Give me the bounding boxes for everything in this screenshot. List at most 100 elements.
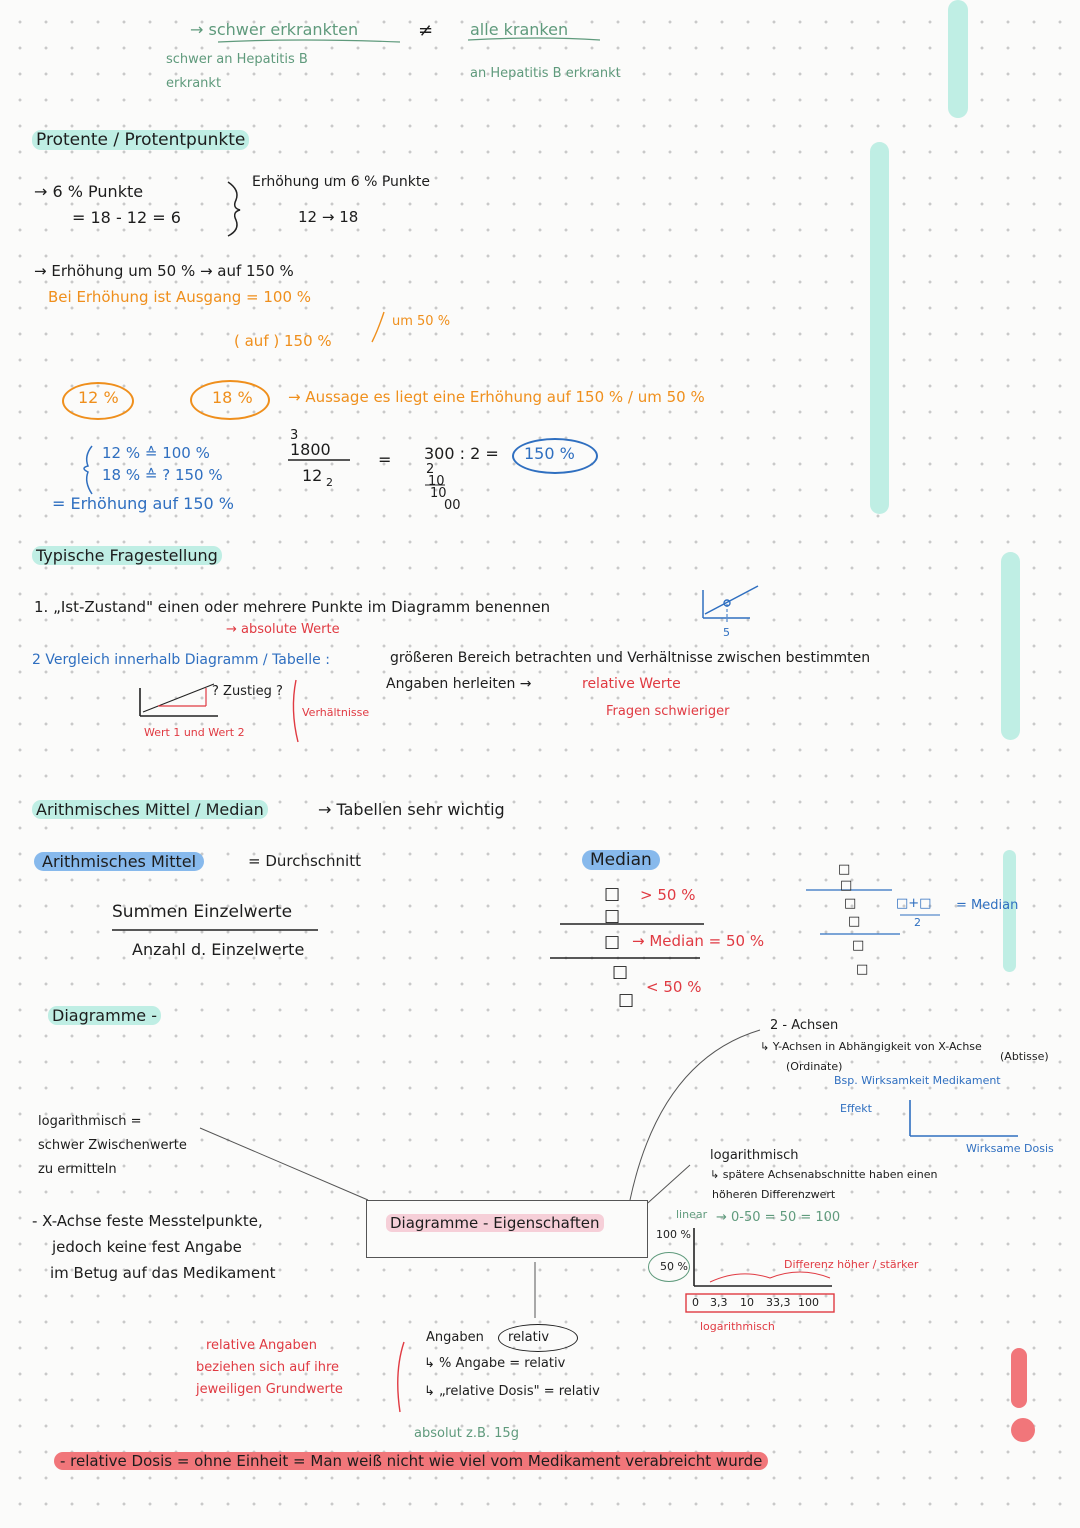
aussage-line: → Aussage es liegt eine Erhöhung auf 150… [288, 388, 705, 406]
red-dot [1011, 1418, 1035, 1442]
footer-relative-dosis-text: - relative Dosis = ohne Einheit = Man we… [54, 1452, 769, 1470]
angaben-2: ↳ % Angabe = relativ [424, 1356, 566, 1371]
heading-diagramme: Diagramme - [48, 1006, 161, 1025]
highlighter-bar-mid [870, 142, 889, 514]
median-above: > 50 % [640, 886, 696, 904]
median-square-1: □ [604, 884, 621, 904]
top-note-right: an Hepatitis B erkrankt [470, 66, 621, 81]
calc-line-1: 12 % ≙ 100 % [102, 444, 210, 462]
heading-prozente: Protente / Protentpunkte [32, 130, 250, 150]
arithmetic-mean-label: Arithmisches Mittel [34, 852, 205, 871]
median-square-4: □ [612, 962, 629, 982]
median-even-sum: □+□ [896, 896, 932, 911]
long-div-4: 00 [444, 498, 461, 513]
top-line-left: → schwer erkrankten [190, 20, 359, 39]
fraction-bottom-sub: 2 [326, 476, 333, 489]
absolut-example: absolut z.B. 15g [414, 1426, 519, 1441]
median-below: < 50 % [646, 978, 702, 996]
tick-33-3: 33,3 [766, 1296, 791, 1309]
calc-line-2: 18 % ≙ ? 150 % [102, 466, 223, 484]
x-achse-1: - X-Achse feste Messtelpunkte, [32, 1212, 263, 1230]
typische-zustieg: ? Zustieg ? [212, 684, 283, 699]
differenz-label: Differenz höher / stärker [784, 1258, 919, 1271]
long-div-2: 10 [428, 474, 445, 489]
rel-left-2: beziehen sich auf ihre [196, 1360, 340, 1375]
heading-typische: Typische Fragestellung [32, 546, 222, 565]
heading-prozente-text: Protente / Protentpunkte [32, 130, 250, 150]
heading-mittel: Arithmisches Mittel / Median [32, 800, 268, 819]
result-value: 150 % [524, 444, 575, 463]
even-square-3: □ [844, 896, 857, 911]
log-left-3: zu ermitteln [38, 1162, 117, 1177]
fraction-top: 1800 [290, 440, 331, 459]
arithmetic-mean-note: = Durchschnitt [248, 852, 361, 870]
division-line: 300 : 2 = [424, 444, 499, 463]
achsen-3: (Ordinate) [786, 1060, 843, 1073]
angaben-1: Angaben [426, 1330, 484, 1345]
median-square-5: □ [618, 990, 635, 1010]
median-even-divisor: 2 [914, 916, 921, 929]
typische-p2-right-2: Angaben herleiten → [386, 676, 532, 692]
typische-p2-right-1: größeren Bereich betrachten und Verhältn… [390, 650, 871, 666]
prozente-brace-right-1: Erhöhung um 6 % Punkte [252, 174, 430, 190]
fraction-bottom: 12 [302, 466, 323, 485]
angaben-3: ↳ „relative Dosis" = relativ [424, 1384, 600, 1399]
rel-left-1: relative Angaben [206, 1338, 318, 1353]
rel-left-3: jeweiligen Grundwerte [196, 1382, 343, 1397]
typische-p1-axis: 5 [723, 626, 730, 639]
equals-sign: = [378, 450, 392, 469]
bsp-label: Bsp. Wirksamkeit Medikament [834, 1074, 1001, 1087]
y-axis-100: 100 % [656, 1228, 691, 1241]
typische-p2-rel: relative Werte [582, 676, 681, 692]
log-left-2: schwer Zwischenwerte [38, 1138, 187, 1153]
highlighter-bar-median [1003, 850, 1016, 972]
effekt-label: Effekt [840, 1102, 872, 1115]
not-equal-sign: ≠ [418, 20, 434, 41]
tick-0: 0 [692, 1296, 699, 1309]
calc-line-3: = Erhöhung auf 150 % [52, 494, 234, 513]
even-square-1: □ [838, 862, 851, 877]
fraction-top-small: 3 [290, 428, 299, 443]
footer-relative-dosis: - relative Dosis = ohne Einheit = Man we… [54, 1452, 769, 1470]
heading-diagramme-text: Diagramme - [48, 1006, 161, 1025]
typische-p2-hard: Fragen schwieriger [606, 704, 730, 719]
prozente-l5: ( auf ) 150 % [234, 332, 332, 350]
even-square-5: □ [852, 938, 865, 953]
typische-p2: 2 Vergleich innerhalb Diagramm / Tabelle… [32, 652, 330, 668]
typische-verh: Verhältnisse [302, 706, 370, 719]
linear-label: linear [676, 1208, 708, 1221]
median-square-2: □ [604, 906, 621, 926]
top-note-left-1: schwer an Hepatitis B [166, 52, 308, 67]
angaben-relativ: relativ [508, 1330, 550, 1345]
highlighter-bar-red [1011, 1348, 1027, 1408]
achsen-1: 2 - Achsen [770, 1018, 839, 1033]
log-right-1: logarithmisch [710, 1148, 799, 1163]
tick-100: 100 [798, 1296, 819, 1309]
typische-p1-sub: → absolute Werte [226, 622, 340, 637]
log-right-3: höheren Differenzwert [712, 1188, 836, 1201]
heading-typische-text: Typische Fragestellung [32, 546, 222, 565]
log-left-1: logarithmisch = [38, 1114, 142, 1129]
median-text: Median [582, 850, 660, 870]
mittel-heading-note: → Tabellen sehr wichtig [318, 800, 505, 819]
x-achse-2: jedoch keine fest Angabe [52, 1238, 242, 1256]
diagramme-center-label: Diagramme - Eigenschaften [386, 1214, 604, 1232]
typische-p1: 1. „Ist-Zustand" einen oder mehrere Punk… [34, 598, 551, 616]
highlighter-bar-typische [1001, 552, 1020, 740]
prozente-l5b: um 50 % [392, 314, 451, 329]
median-square-3: □ [604, 932, 621, 952]
circle-12-label: 12 % [78, 388, 119, 407]
top-line-right: alle kranken [470, 20, 569, 39]
log-axis-label: logarithmisch [700, 1320, 775, 1333]
result-circle [512, 438, 598, 474]
circle-18-label: 18 % [212, 388, 253, 407]
y50-circle [648, 1252, 690, 1282]
typische-wert: Wert 1 und Wert 2 [144, 726, 245, 739]
circle-12-percent [62, 382, 134, 420]
y-axis-50: 50 % [660, 1260, 688, 1273]
circle-18-percent [190, 380, 270, 420]
linear-calc: → 0-50 = 50 = 100 [716, 1210, 841, 1225]
median-label: Median [582, 850, 660, 870]
mean-denominator: Anzahl d. Einzelwerte [132, 940, 305, 959]
